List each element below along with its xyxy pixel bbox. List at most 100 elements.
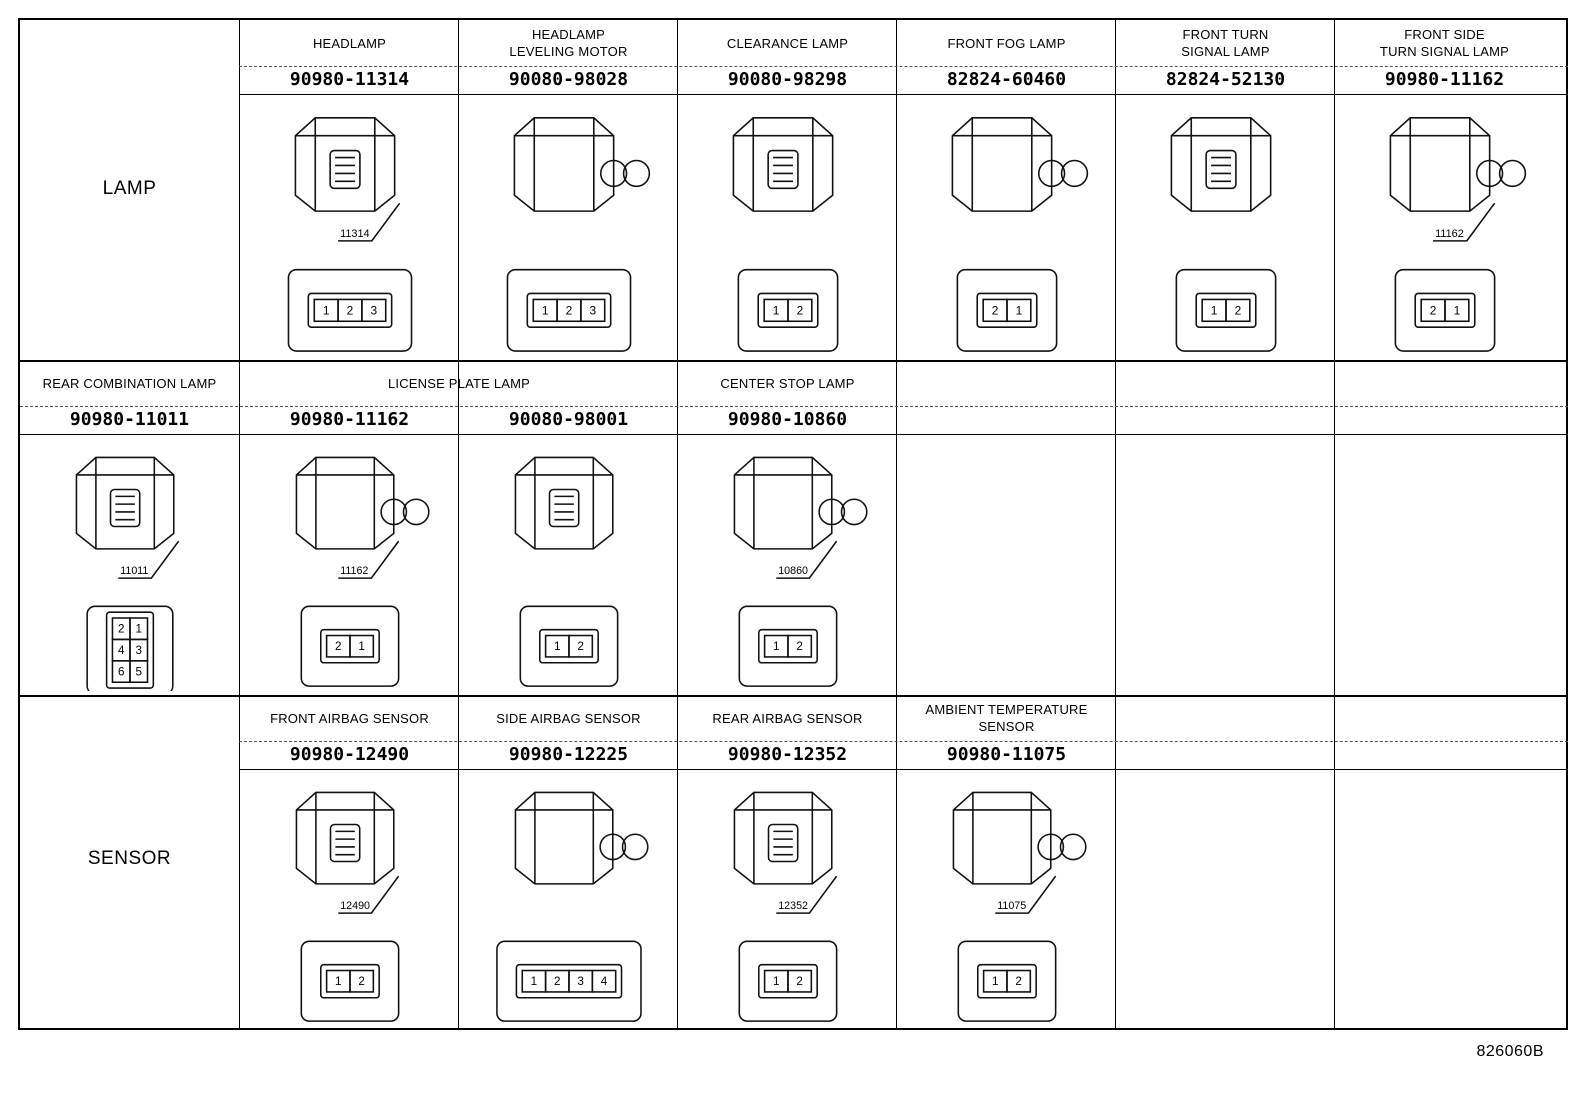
connector-illustration xyxy=(295,791,400,1022)
leader-line xyxy=(776,875,838,914)
part-number: 90980-12490 xyxy=(289,744,410,765)
category-label: SENSOR xyxy=(87,848,172,869)
leader-line xyxy=(776,540,838,579)
pin-cell xyxy=(787,298,813,323)
category-label: LAMP xyxy=(102,178,157,199)
pin-cell xyxy=(361,298,387,323)
connector-face xyxy=(737,268,839,352)
grid-line xyxy=(239,20,240,1030)
grid-line xyxy=(239,741,1568,742)
connector-name xyxy=(1335,695,1554,741)
part-number xyxy=(1335,741,1554,769)
pin-cell xyxy=(591,969,617,993)
connector-illustration xyxy=(1389,117,1527,352)
connector-name xyxy=(897,360,1116,406)
connector-name-line: CLEARANCE LAMP xyxy=(726,35,849,51)
part-number: 90980-11075 xyxy=(946,744,1067,765)
pin-number: 3 xyxy=(370,303,377,317)
connector-name: FRONT AIRBAG SENSOR xyxy=(240,695,459,741)
connector-name-line: SIDE AIRBAG SENSOR xyxy=(496,710,641,726)
grid-line xyxy=(239,769,1568,770)
part-number: 90980-12352 xyxy=(727,744,848,765)
connector-face xyxy=(300,940,400,1022)
connector-face xyxy=(300,605,400,687)
pin-number: 1 xyxy=(335,975,341,988)
pin-number: 3 xyxy=(135,644,141,657)
pin-number: 1 xyxy=(554,640,560,653)
connector-name: HEADLAMP xyxy=(240,20,459,66)
connector-name-line: LEVELING MOTOR xyxy=(509,44,628,59)
connector-name: LICENSE PLATE LAMP xyxy=(240,360,678,406)
pin-number: 1 xyxy=(135,623,141,636)
part-number: 90980-11162 xyxy=(289,409,410,430)
connector-face xyxy=(738,940,838,1022)
part-number: 90080-98001 xyxy=(508,409,629,430)
grid-line xyxy=(20,406,1568,407)
pin-number: 6 xyxy=(118,665,124,678)
connector-name-line: FRONT FOG LAMP xyxy=(947,35,1066,51)
part-number xyxy=(897,406,1116,434)
connector-illustration xyxy=(732,117,839,352)
connector-illustration xyxy=(287,117,413,352)
pin-number: 2 xyxy=(1235,303,1242,317)
connector-face xyxy=(86,605,174,691)
connector-face xyxy=(956,268,1058,352)
connector-illustration xyxy=(733,791,838,1022)
pin-number: 1 xyxy=(1454,303,1461,317)
pin-cell xyxy=(568,634,594,658)
connector-name: SIDE AIRBAG SENSOR xyxy=(459,695,678,741)
connector-illustration xyxy=(1170,117,1277,352)
connector-face xyxy=(1175,268,1277,352)
leader-line xyxy=(1433,202,1496,242)
pin-number: 2 xyxy=(118,623,124,636)
connector-name-line: REAR AIRBAG SENSOR xyxy=(712,710,863,726)
connector-code-label: 11162 xyxy=(340,565,368,577)
connector-code-label: 11075 xyxy=(997,900,1026,912)
pin-number: 2 xyxy=(797,303,804,317)
part-number: 90980-12225 xyxy=(508,744,629,765)
connector-face xyxy=(506,268,632,352)
pin-cell xyxy=(1225,298,1251,323)
leader-line xyxy=(338,875,400,914)
connector-name xyxy=(1116,695,1335,741)
connector-name-line: REAR COMBINATION LAMP xyxy=(42,375,217,391)
pin-number: 4 xyxy=(601,975,608,988)
connector-name: CENTER STOP LAMP xyxy=(678,360,897,406)
pin-number: 2 xyxy=(358,975,364,988)
pin-number: 2 xyxy=(1015,975,1021,988)
connector-face xyxy=(496,940,642,1022)
connector-name: REAR COMBINATION LAMP xyxy=(20,360,239,406)
grid-line xyxy=(458,20,459,1030)
pin-number: 2 xyxy=(1430,303,1437,317)
grid-line xyxy=(239,94,1568,95)
grid-line xyxy=(1115,20,1116,1030)
connector-code-label: 12490 xyxy=(340,900,370,912)
grid-line xyxy=(20,360,1568,362)
grid-line xyxy=(1334,20,1335,1030)
connector-name-line: FRONT AIRBAG SENSOR xyxy=(270,710,429,726)
pin-number: 1 xyxy=(531,975,537,988)
grid-line xyxy=(896,20,897,1030)
pin-cell xyxy=(580,298,606,323)
pin-number: 4 xyxy=(118,644,125,657)
connector-name xyxy=(1335,360,1554,406)
pin-cell xyxy=(349,634,375,658)
pin-number: 5 xyxy=(135,665,141,678)
pin-number: 2 xyxy=(992,303,999,317)
pin-number: 1 xyxy=(1211,303,1218,317)
connector-code-label: 11011 xyxy=(120,565,148,577)
connector-face xyxy=(287,268,413,352)
pin-cell xyxy=(1444,298,1470,323)
part-number xyxy=(1335,406,1554,434)
pin-number: 1 xyxy=(323,303,330,317)
